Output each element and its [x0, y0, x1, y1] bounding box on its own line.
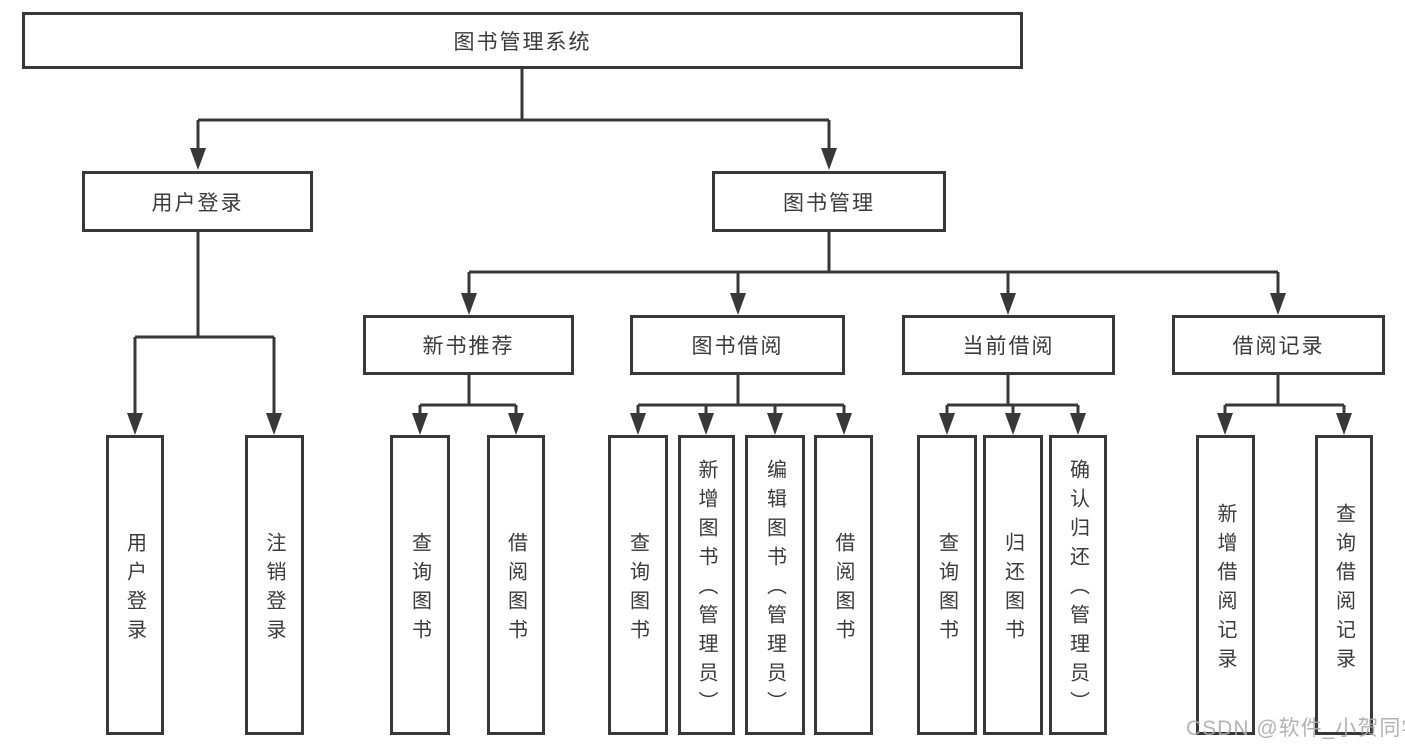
node-book-management-label: 图书管理: [783, 191, 875, 215]
node-current-borrow-label: 当前借阅: [962, 335, 1055, 358]
node-book-management: 图书管理: [712, 171, 946, 232]
connector-lines: [133, 68, 1346, 418]
leaf-query-books-current-label: 查询图书: [935, 531, 958, 648]
csdn-watermark: CSDN @软件_小贺同学: [1186, 717, 1405, 740]
node-user-login-label: 用户登录: [151, 191, 244, 215]
node-book-borrow-label: 图书借阅: [691, 335, 784, 358]
leaf-borrow-books-newbooks-label: 借阅图书: [504, 531, 527, 648]
leaf-confirm-return-admin: 确认归还（管理员）: [1049, 435, 1107, 735]
node-new-book-recommend: 新书推荐: [363, 315, 574, 375]
node-borrow-records: 借阅记录: [1172, 315, 1385, 375]
leaf-query-borrow-record-label: 查询借阅记录: [1332, 502, 1355, 677]
node-new-book-recommend-label: 新书推荐: [422, 335, 515, 358]
leaf-return-books-label: 归还图书: [1001, 531, 1024, 648]
leaf-borrow-books-newbooks: 借阅图书: [487, 435, 545, 735]
leaf-edit-book-admin-label: 编辑图书（管理员）: [763, 459, 786, 720]
leaf-return-books: 归还图书: [983, 435, 1043, 735]
leaf-query-books-newbooks-label: 查询图书: [408, 531, 431, 648]
node-user-login: 用户登录: [82, 171, 313, 232]
leaf-query-books-newbooks: 查询图书: [390, 435, 450, 735]
leaf-borrow-books-borrow: 借阅图书: [814, 435, 873, 735]
leaf-user-login-label: 用户登录: [123, 531, 146, 648]
node-book-borrow: 图书借阅: [630, 315, 845, 375]
leaf-query-books-borrow: 查询图书: [608, 435, 668, 735]
leaf-add-book-admin-label: 新增图书（管理员）: [695, 459, 717, 720]
leaf-borrow-books-borrow-label: 借阅图书: [832, 531, 854, 648]
leaf-logout-label: 注销登录: [263, 531, 285, 648]
node-root-label: 图书管理系统: [453, 30, 592, 54]
leaf-query-borrow-record: 查询借阅记录: [1315, 435, 1373, 735]
leaf-add-borrow-record-label: 新增借阅记录: [1214, 502, 1236, 677]
leaf-query-books-current: 查询图书: [917, 435, 977, 735]
leaf-confirm-return-admin-label: 确认归还（管理员）: [1066, 459, 1089, 720]
leaf-query-books-borrow-label: 查询图书: [626, 531, 649, 648]
leaf-add-book-admin: 新增图书（管理员）: [678, 435, 735, 735]
node-root: 图书管理系统: [22, 12, 1023, 69]
leaf-user-login: 用户登录: [106, 435, 164, 735]
node-current-borrow: 当前借阅: [902, 315, 1115, 375]
node-borrow-records-label: 借阅记录: [1232, 335, 1325, 358]
leaf-add-borrow-record: 新增借阅记录: [1196, 435, 1255, 735]
leaf-edit-book-admin: 编辑图书（管理员）: [745, 435, 805, 735]
leaf-logout: 注销登录: [245, 435, 304, 735]
